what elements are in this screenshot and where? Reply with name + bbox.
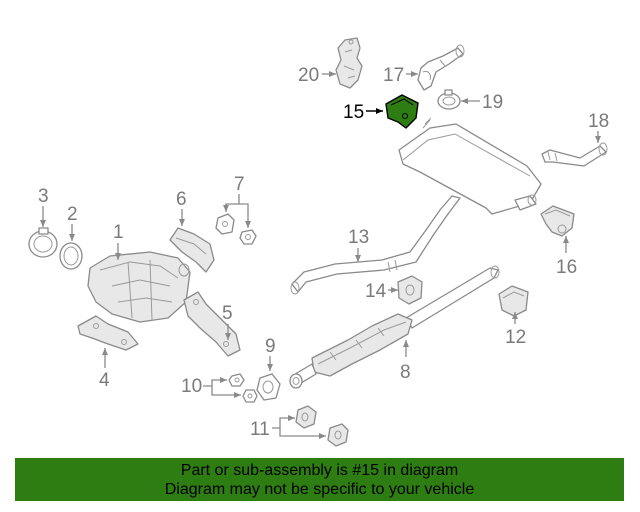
part-5-label-group: 5	[222, 303, 233, 340]
rear-muffler[interactable]	[398, 117, 542, 215]
exhaust-parts-diagram: 20 17 19 15 18	[28, 37, 609, 447]
part-16-label-group: 16	[556, 236, 577, 278]
part-4-support-bracket[interactable]	[77, 315, 139, 351]
part-11-label-group: 11	[250, 415, 326, 440]
part-7-bolt-nut[interactable]	[215, 213, 257, 245]
part-12-label: 12	[505, 327, 526, 348]
part-14-label: 14	[365, 281, 387, 302]
part-19-label-group: 19	[461, 92, 503, 113]
part-15-bracket-highlighted[interactable]	[385, 94, 419, 129]
part-8-label: 8	[400, 362, 411, 383]
banner-line-2: Diagram may not be specific to your vehi…	[164, 481, 475, 498]
part-8-center-muffler[interactable]	[289, 265, 500, 389]
part-4-label-group: 4	[99, 348, 110, 391]
part-15-label: 15	[343, 102, 364, 123]
banner-line-1: Part or sub-assembly is #15 in diagram	[180, 462, 459, 479]
part-14-label-group: 14	[365, 281, 398, 302]
part-9-label: 9	[265, 336, 276, 357]
part-1-label-group: 1	[113, 222, 124, 260]
part-5-bracket[interactable]	[183, 291, 241, 357]
part-17-label: 17	[383, 65, 404, 86]
part-10-label-group: 10	[181, 376, 241, 398]
part-20-label-group: 20	[298, 65, 336, 86]
info-banner: Part or sub-assembly is #15 in diagram D…	[15, 458, 624, 501]
part-3-label: 3	[38, 186, 49, 207]
part-16-label: 16	[556, 257, 577, 278]
part-18-label-group: 18	[588, 111, 609, 143]
part-2-label-group: 2	[67, 204, 78, 241]
part-4-label: 4	[99, 370, 110, 391]
part-7-label: 7	[234, 174, 245, 195]
part-5-label: 5	[222, 303, 233, 324]
part-8-label-group: 8	[400, 340, 411, 383]
part-12-label-group: 12	[505, 312, 526, 348]
part-15-label-group: 15	[343, 102, 383, 123]
part-19-clamp[interactable]	[437, 89, 461, 110]
part-19-label: 19	[482, 92, 503, 113]
part-13-label-group: 13	[348, 227, 369, 262]
part-3-vband-clamp[interactable]	[28, 227, 58, 258]
part-7-label-group: 7	[223, 174, 251, 228]
part-11-label: 11	[250, 419, 270, 440]
part-17-label-group: 17	[383, 65, 418, 86]
part-18-tail-pipe[interactable]	[541, 142, 608, 167]
part-18-label: 18	[588, 111, 609, 132]
part-12-clamp-bracket[interactable]	[498, 285, 529, 317]
part-17-pipe-elbow[interactable]	[417, 44, 465, 91]
part-2-label: 2	[67, 204, 78, 225]
part-13-intermediate-pipe[interactable]	[290, 195, 461, 295]
part-1-label: 1	[113, 222, 124, 243]
part-6-heat-shield[interactable]	[169, 227, 215, 273]
part-16-hanger-bracket[interactable]	[540, 205, 575, 237]
part-6-label-group: 6	[176, 189, 187, 226]
part-2-gasket-ring[interactable]	[59, 242, 83, 270]
part-20-heat-shield[interactable]	[335, 37, 363, 89]
part-1-catalytic-converter[interactable]	[87, 251, 191, 323]
part-20-label: 20	[298, 65, 319, 86]
part-13-label: 13	[348, 227, 369, 248]
part-14-rubber-hanger[interactable]	[397, 275, 423, 305]
part-9-gasket[interactable]	[256, 373, 281, 401]
part-3-label-group: 3	[38, 186, 49, 227]
part-10-label: 10	[181, 376, 202, 397]
part-11-hangers[interactable]	[295, 405, 349, 447]
part-9-label-group: 9	[265, 336, 276, 371]
part-6-label: 6	[176, 189, 187, 210]
part-10-nuts[interactable]	[228, 373, 258, 403]
